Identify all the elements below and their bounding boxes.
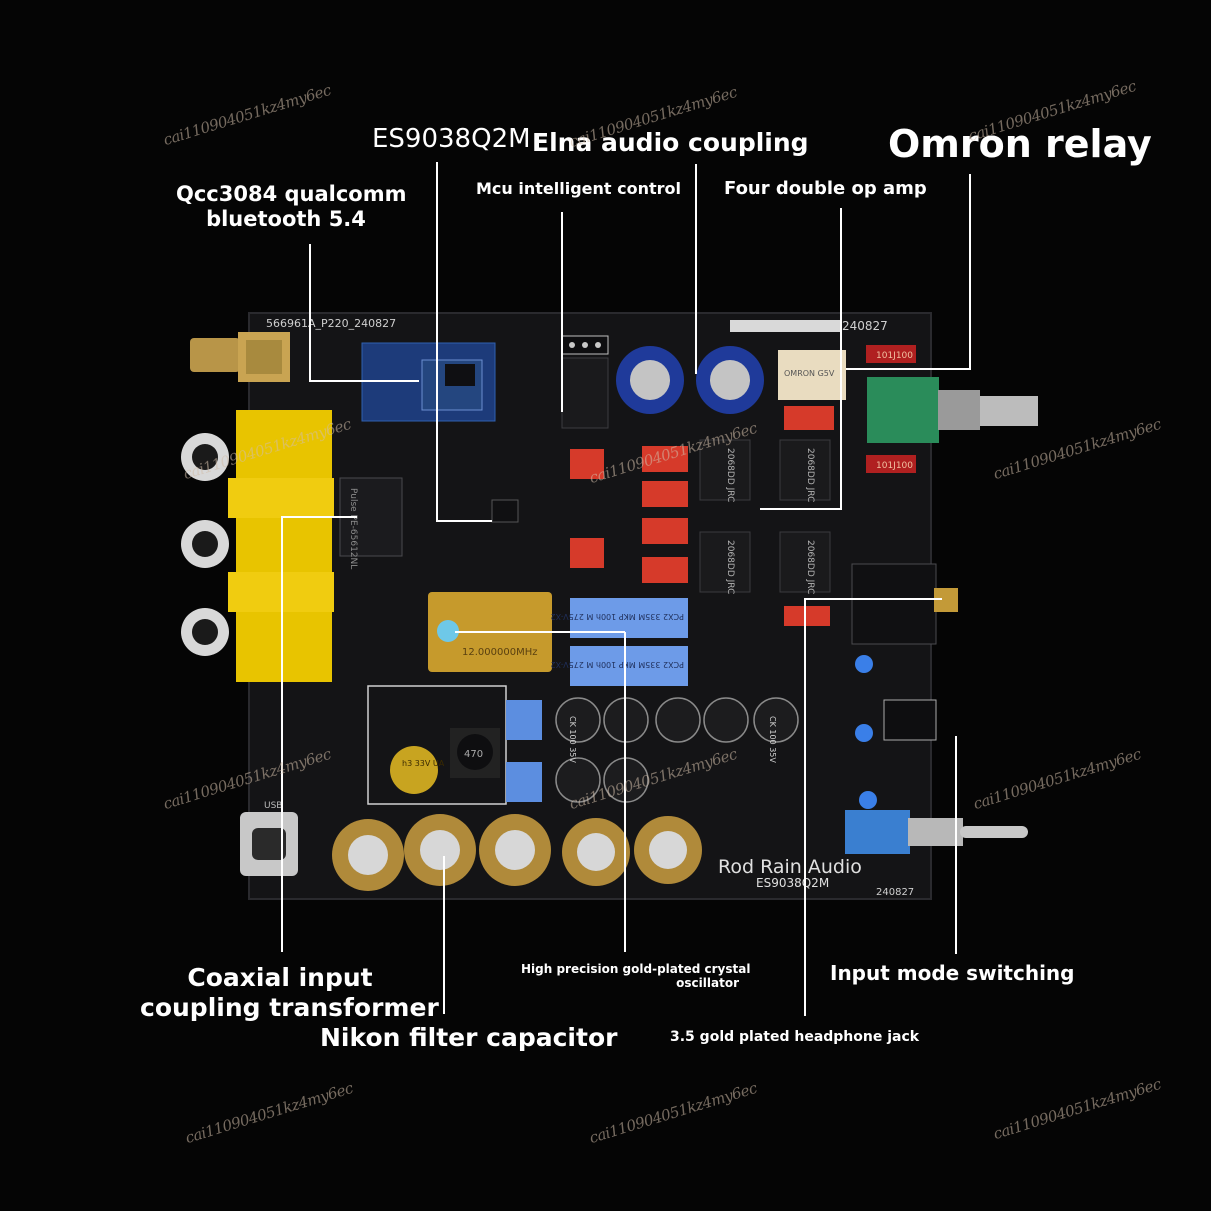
line-coax <box>281 518 283 952</box>
resistor-1 <box>866 345 916 363</box>
crystal-text: 12.000000MHz <box>462 647 537 658</box>
led-3 <box>859 791 877 809</box>
board-model: ES9038Q2M <box>756 876 829 890</box>
svg-text:PCX2 335M MKP 100h M 275V-X2: PCX2 335M MKP 100h M 275V-X2 <box>551 612 684 621</box>
gold-filter-caps <box>332 814 702 891</box>
board-brand: Rod Rain Audio <box>718 856 862 878</box>
antenna-connector <box>190 338 240 372</box>
svg-text:101J100: 101J100 <box>876 351 913 361</box>
line-opamp-h <box>760 508 842 510</box>
svg-text:h3 33V UA: h3 33V UA <box>402 759 445 768</box>
small-cap <box>390 746 438 794</box>
line-es9038-h <box>436 520 492 522</box>
black-caps <box>555 697 799 803</box>
label-omron: Omron relay <box>888 122 1152 166</box>
op-amps <box>699 439 831 593</box>
svg-text:101J100: 101J100 <box>876 461 913 471</box>
toggle-switch <box>845 810 910 854</box>
line-omron <box>969 174 971 370</box>
svg-text:CK 100 35V: CK 100 35V <box>768 716 777 763</box>
part-number: 566961A_P220_240827 <box>266 317 396 330</box>
transformer-text: Pulse PE-65612NL <box>348 488 358 569</box>
svg-text:2068DD JRC: 2068DD JRC <box>805 540 815 594</box>
film-cap-2 <box>570 646 688 686</box>
line-qcc <box>309 244 311 382</box>
label-qcc-line2: bluetooth 5.4 <box>206 206 366 231</box>
svg-text:2068DD JRC: 2068DD JRC <box>805 448 815 502</box>
headphone-jack <box>851 563 937 645</box>
led-1 <box>855 655 873 673</box>
line-coax-h <box>281 516 357 518</box>
label-es9038: ES9038Q2M <box>372 124 531 154</box>
label-qcc: Qcc3084 qualcomm bluetooth 5.4 <box>176 182 407 232</box>
label-coax-line2: coupling transformer <box>140 992 439 1022</box>
line-input-mode <box>955 736 957 954</box>
board-date: 240827 <box>876 887 914 898</box>
line-crystal-h <box>455 631 625 633</box>
rca-housing <box>236 410 332 682</box>
date-top: 240827 <box>842 319 888 333</box>
power-section <box>367 685 507 805</box>
label-qcc-line1: Qcc3084 qualcomm <box>176 182 407 206</box>
label-nikon: Nikon filter capacitor <box>320 1023 618 1052</box>
label-crystal-line2: oscillator <box>676 976 739 991</box>
label-opamp: Four double op amp <box>724 178 927 199</box>
label-input-mode: Input mode switching <box>830 961 1075 985</box>
led-2 <box>855 724 873 742</box>
mcu-chip <box>561 357 609 429</box>
line-omron-h <box>846 368 971 370</box>
label-crystal-line1: High precision gold-plated crystal <box>521 962 751 976</box>
label-coax: Coaxial input coupling transformer <box>140 963 439 1022</box>
line-qcc-h <box>309 380 419 382</box>
switch-button <box>883 699 937 741</box>
svg-text:2068DD JRC: 2068DD JRC <box>725 540 735 594</box>
label-mcu: Mcu intelligent control <box>476 179 681 198</box>
dac-chip <box>491 499 519 523</box>
line-es9038 <box>436 162 438 522</box>
line-elna <box>695 164 697 374</box>
line-opamp <box>840 208 842 510</box>
relay-text: OMRON G5V <box>784 369 835 378</box>
line-headphone <box>804 600 806 1016</box>
label-elna: Elna audio coupling <box>532 128 809 157</box>
label-crystal: High precision gold-plated crystal oscil… <box>521 962 751 991</box>
svg-text:USB: USB <box>264 801 282 811</box>
omron-relay <box>778 350 846 400</box>
volume-pot <box>867 377 939 443</box>
red-film-caps <box>570 406 834 626</box>
svg-text:2068DD JRC: 2068DD JRC <box>725 448 735 502</box>
line-mcu <box>561 212 563 412</box>
line-crystal <box>624 632 626 952</box>
label-coax-line1: Coaxial input <box>187 963 373 992</box>
resistor-2 <box>866 455 916 473</box>
svg-text:470: 470 <box>464 749 483 760</box>
svg-text:CK 100 35V: CK 100 35V <box>568 716 577 763</box>
line-headphone-h <box>804 598 942 600</box>
label-headphone: 3.5 gold plated headphone jack <box>670 1029 920 1045</box>
svg-text:PCX2 335M MKP 100h M 275V-X2: PCX2 335M MKP 100h M 275V-X2 <box>551 660 684 669</box>
line-nikon <box>443 856 445 1014</box>
